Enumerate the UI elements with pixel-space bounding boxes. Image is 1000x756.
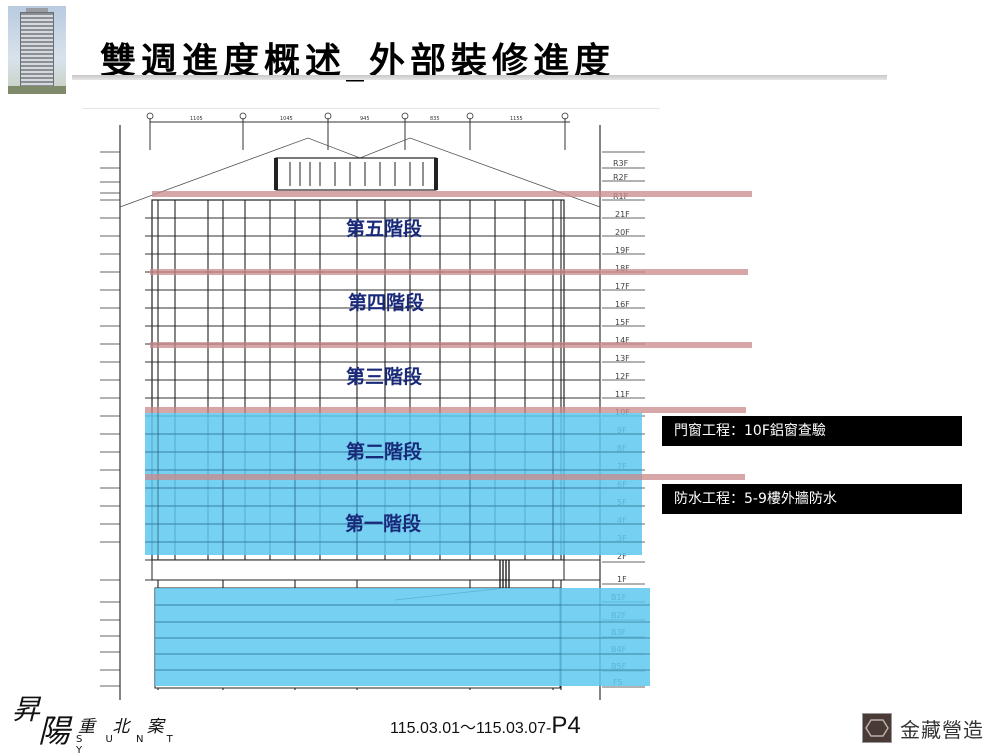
callout-window-work: 門窗工程：10F鋁窗查驗 <box>662 416 962 446</box>
logo-project-name: 重 北 案 <box>78 717 170 737</box>
basement-fill <box>155 588 650 686</box>
svg-text:14F: 14F <box>615 336 630 345</box>
svg-text:1155: 1155 <box>510 116 523 122</box>
company-name: 金藏營造 <box>900 717 984 742</box>
divider-14f <box>150 342 752 348</box>
svg-text:835: 835 <box>430 116 440 122</box>
svg-text:R3F: R3F <box>613 159 629 168</box>
company-logo: 金藏營造 <box>862 713 984 743</box>
svg-text:11F: 11F <box>615 390 630 399</box>
svg-text:16F: 16F <box>615 300 630 309</box>
thumbnail-roof <box>26 8 48 14</box>
title-underline <box>72 75 887 80</box>
svg-text:15F: 15F <box>615 318 630 327</box>
logo-char-sheng: 昇 <box>12 693 41 726</box>
logo-char-yang: 陽 <box>38 712 71 750</box>
svg-text:21F: 21F <box>615 210 630 219</box>
divider-6f <box>145 474 745 480</box>
drawing-top-rule <box>82 108 660 109</box>
stage-1-fill <box>145 483 642 555</box>
elevation-drawing: 1105 1045 945 835 1155 <box>95 110 760 700</box>
page-number: P4 <box>551 712 581 739</box>
svg-text:13F: 13F <box>615 354 630 363</box>
svg-text:1105: 1105 <box>190 116 203 122</box>
callout-waterproof-work: 防水工程：5-9樓外牆防水 <box>662 484 962 514</box>
svg-text:1F: 1F <box>617 575 627 584</box>
thumbnail-ground <box>8 86 66 94</box>
divider-18f <box>150 269 748 275</box>
building-thumbnail <box>8 6 66 94</box>
svg-text:18F: 18F <box>615 264 630 273</box>
stage-2-fill <box>145 413 642 483</box>
svg-text:19F: 19F <box>615 246 630 255</box>
svg-text:1045: 1045 <box>280 116 293 122</box>
logo-en: S U N T Y <box>76 734 183 756</box>
svg-text:2F: 2F <box>617 552 627 561</box>
elevation-svg: 1105 1045 945 835 1155 <box>100 112 752 700</box>
divider-10f <box>145 407 746 413</box>
thumbnail-tower <box>20 12 54 90</box>
footer-date-page: 115.03.01～115.03.07-P4 <box>390 712 581 740</box>
svg-text:12F: 12F <box>615 372 630 381</box>
project-logo: 昇 陽 重 北 案 S U N T Y <box>12 688 202 756</box>
divider-r1f <box>152 191 752 197</box>
svg-text:R2F: R2F <box>613 173 629 182</box>
date-range: 115.03.01～115.03.07- <box>390 720 552 737</box>
svg-text:20F: 20F <box>615 228 630 237</box>
svg-text:945: 945 <box>360 116 370 122</box>
hexagon-logo-icon <box>862 713 892 743</box>
svg-text:17F: 17F <box>615 282 630 291</box>
